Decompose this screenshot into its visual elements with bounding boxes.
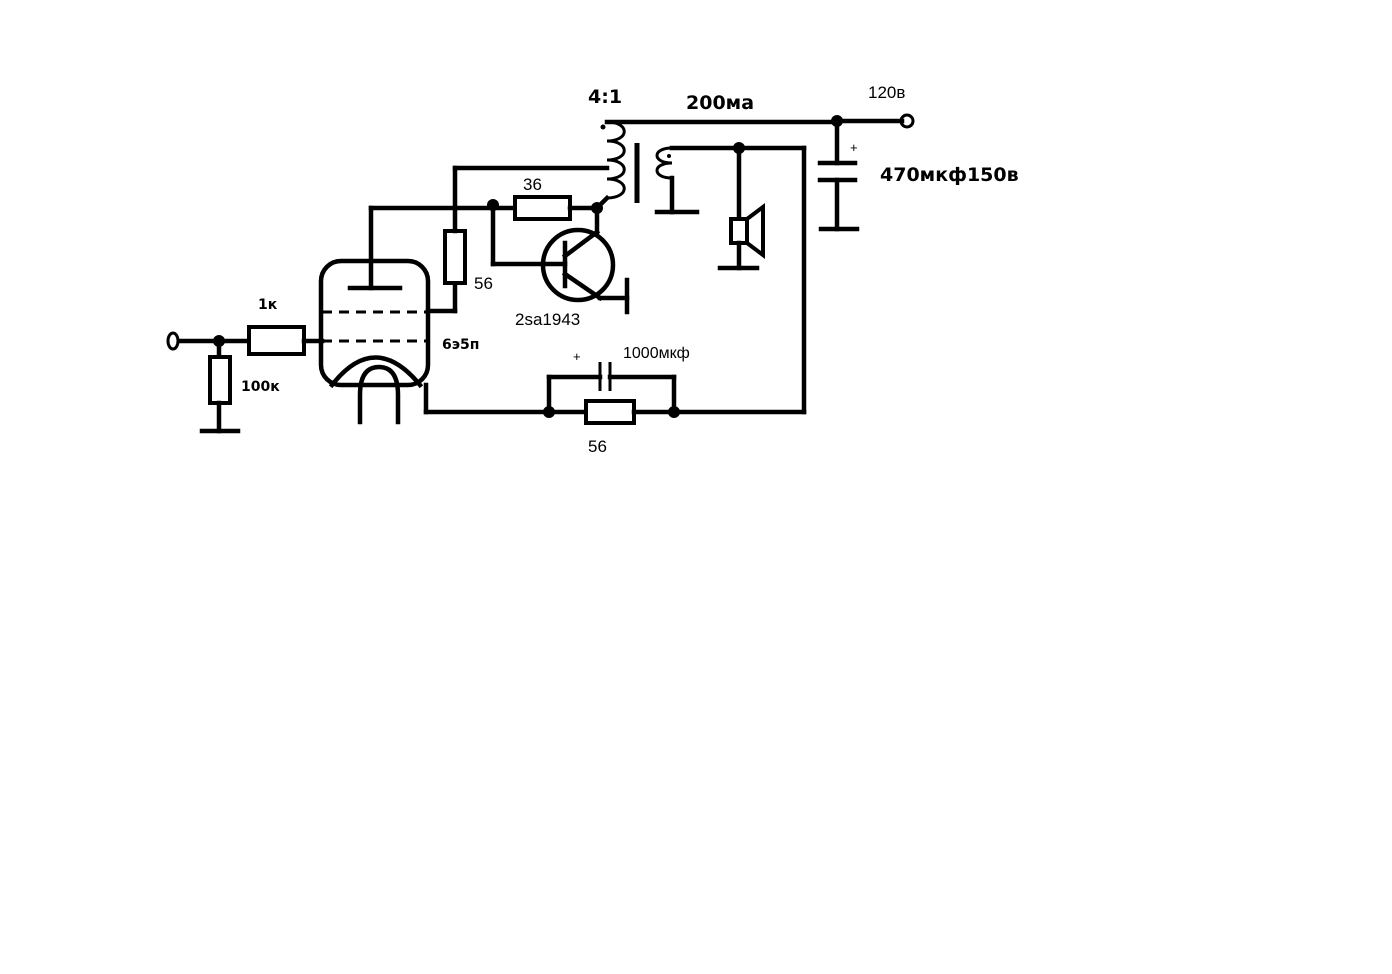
input-section bbox=[166, 325, 325, 434]
tube-heater bbox=[357, 364, 401, 425]
tube-6e5p bbox=[318, 258, 431, 425]
label-plus-cathode: + bbox=[573, 349, 581, 364]
label-plus-main: + bbox=[850, 140, 858, 155]
supply-section bbox=[817, 113, 915, 232]
resistor-36 bbox=[513, 195, 572, 221]
label-tube: 6э5п bbox=[442, 337, 479, 353]
speaker bbox=[717, 142, 765, 271]
label-ratio: 4:1 bbox=[588, 86, 622, 108]
transistor-body bbox=[540, 227, 616, 303]
label-r100k: 100к bbox=[241, 379, 280, 395]
speaker-cone bbox=[745, 203, 765, 259]
transistor-emitter-leg bbox=[561, 270, 604, 302]
resistor-56-cathode bbox=[584, 399, 636, 425]
input-terminal bbox=[166, 331, 180, 351]
label-r56-cathode: 56 bbox=[588, 437, 607, 456]
label-r1k: 1к bbox=[258, 297, 278, 313]
resistor-56-screen bbox=[443, 229, 467, 285]
transistor-collector-leg bbox=[561, 228, 601, 260]
label-transistor: 2sa1943 bbox=[515, 310, 580, 329]
label-r36: 36 bbox=[523, 175, 542, 194]
label-cap-470: 470мкф150в bbox=[880, 164, 1019, 186]
resistor-1k bbox=[247, 325, 306, 356]
label-current: 200ма bbox=[686, 92, 754, 114]
label-r56-screen: 56 bbox=[474, 274, 493, 293]
cathode-network bbox=[423, 362, 807, 425]
resistor-100k bbox=[208, 355, 232, 405]
tube-envelope bbox=[318, 258, 431, 388]
supply-terminal bbox=[899, 113, 915, 129]
speaker-magnet bbox=[729, 217, 749, 245]
output-transformer bbox=[593, 119, 840, 215]
transformer-primary bbox=[606, 120, 626, 200]
label-supply: 120в bbox=[868, 83, 905, 102]
tube-cathode bbox=[328, 355, 424, 389]
label-cap-1000: 1000мкф bbox=[623, 345, 690, 362]
transformer-secondary bbox=[655, 146, 673, 180]
transistor-2sa1943 bbox=[490, 202, 630, 315]
